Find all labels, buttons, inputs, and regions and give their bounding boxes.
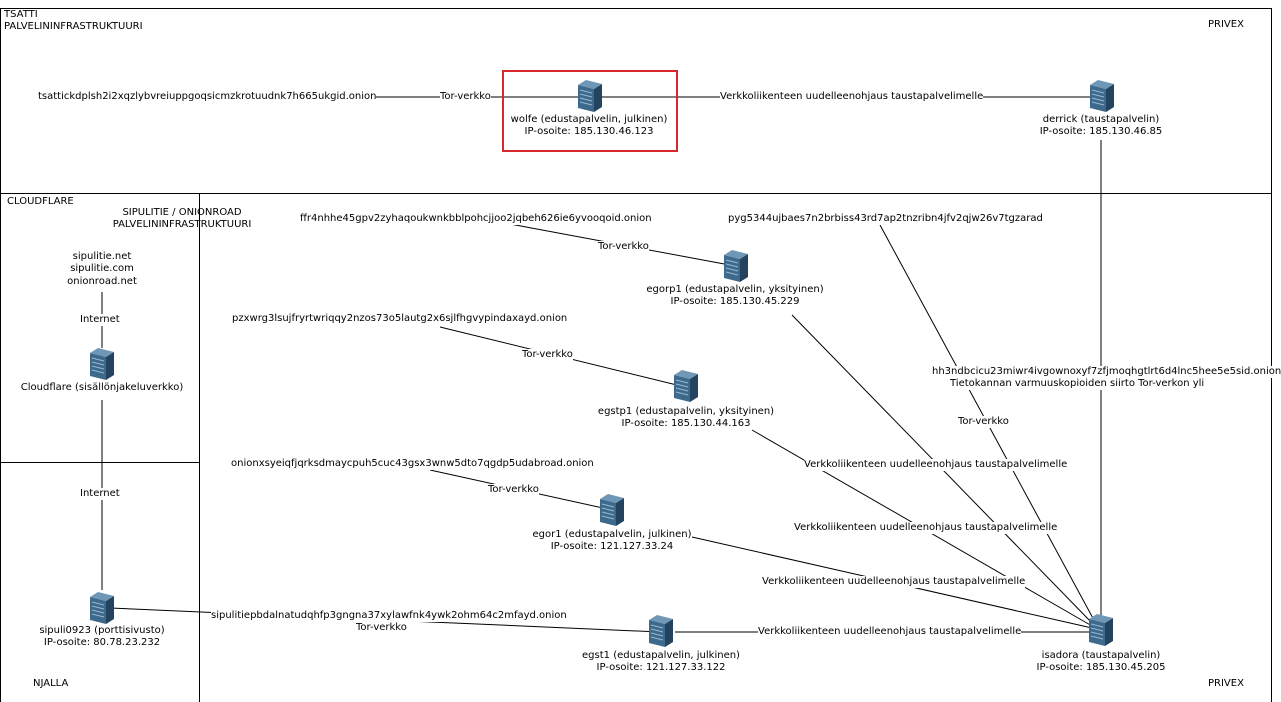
zone-label-cloudflare: CLOUDFLARE (7, 196, 74, 207)
onion-pyg: pyg5344ujbaes7n2brbiss43rd7ap2tnzribn4jf… (728, 213, 1043, 225)
zone-subtitle-tsatti: PALVELININFRASTRUKTUURI (4, 21, 143, 32)
server-ip: IP-osoite: 185.130.45.205 (1036, 662, 1166, 673)
onion-egst1: sipulitiepbdalnatudqhfp3gngna37xylawfnk4… (211, 610, 567, 622)
server-icon-egor1 (599, 493, 625, 527)
edge-label-tor-egor1: Tor-verkko (488, 484, 539, 496)
server-icon-egst1 (648, 614, 674, 648)
server-name: egor1 (edustapalvelin, julkinen) (532, 529, 692, 540)
server-isadora[interactable]: isadora (taustapalvelin) IP-osoite: 185.… (1037, 650, 1166, 674)
zone-label-njalla: NJALLA (33, 678, 69, 689)
server-name: Cloudflare (sisällönjakeluverkko) (20, 382, 184, 393)
zone-label-privex-bottom: PRIVEX (1208, 678, 1244, 689)
server-icon-sipuli (89, 591, 115, 625)
server-egst1[interactable]: egst1 (edustapalvelin, julkinen) IP-osoi… (582, 650, 740, 674)
zone-title-tsatti: TSÄTTI (4, 9, 38, 20)
server-icon-egstp1 (673, 369, 699, 403)
server-egstp1[interactable]: egstp1 (edustapalvelin, yksityinen) IP-o… (598, 406, 774, 430)
server-ip: IP-osoite: 185.130.46.123 (524, 126, 654, 137)
zone-borders (0, 8, 1272, 702)
server-name: wolfe (edustapalvelin, julkinen) (510, 114, 668, 125)
server-wolfe[interactable]: wolfe (edustapalvelin, julkinen) IP-osoi… (511, 114, 668, 138)
server-ip: IP-osoite: 121.127.33.122 (596, 662, 726, 673)
server-cloudflare[interactable]: Cloudflare (sisällönjakeluverkko) (21, 382, 184, 394)
onion-tsatti: tsattickdplsh2i2xqzlybvreiuppgoqsicmzkro… (38, 91, 377, 103)
edge-label-forward-wolfe: Verkkoliikenteen uudelleenohjaus taustap… (720, 91, 984, 103)
edge-label-tor-pyg: Tor-verkko (958, 416, 1009, 428)
edge-label-internet-sipuli: Internet (80, 488, 120, 500)
onion-egor1: onionxsyeiqfjqrksdmaycpuh5cuc43gsx3wnw5d… (231, 458, 594, 470)
server-icon-cloudflare (89, 347, 115, 381)
server-name: egorp1 (edustapalvelin, yksityinen) (646, 284, 824, 295)
server-ip: IP-osoite: 121.127.33.24 (550, 541, 674, 552)
server-ip: IP-osoite: 185.130.45.229 (670, 296, 800, 307)
server-ip: IP-osoite: 185.130.44.163 (621, 418, 751, 429)
server-sipuli[interactable]: sipuli0923 (porttisivusto) IP-osoite: 80… (39, 625, 164, 649)
onion-egorp1: ffr4nhhe45gpv2zyhaqoukwnkbblpohcjjoo2jqb… (300, 213, 652, 225)
server-icon-derrick (1089, 79, 1115, 113)
edge-label-forward-egst1: Verkkoliikenteen uudelleenohjaus taustap… (758, 626, 1022, 638)
edge-label-backup: Tietokannan varmuuskopioiden siirto Tor-… (950, 378, 1205, 390)
zone-label-privex-top: PRIVEX (1208, 19, 1244, 30)
onion-egstp1: pzxwrg3lsujfryrtwriqqy2nzos73o5lautg2x6s… (232, 313, 568, 325)
onion-hh3: hh3ndbcicu23miwr4ivgownoxyf7zfjmoqhgtlrt… (932, 366, 1281, 378)
zone-title-sipulitie: SIPULITIE / ONIONROAD (122, 207, 242, 218)
server-ip: IP-osoite: 185.130.46.85 (1039, 126, 1163, 137)
edge-label-internet-domains: Internet (80, 314, 120, 326)
server-icon-egorp1 (723, 249, 749, 283)
edge-label-tor-tsatti: Tor-verkko (440, 91, 491, 103)
server-name: isadora (taustapalvelin) (1041, 650, 1161, 661)
domain-onionroad-net: onionroad.net (67, 276, 137, 288)
server-name: sipuli0923 (porttisivusto) (39, 625, 165, 636)
edge-label-tor-egstp1: Tor-verkko (522, 349, 573, 361)
edge-label-tor-egorp1: Tor-verkko (598, 241, 649, 253)
server-egorp1[interactable]: egorp1 (edustapalvelin, yksityinen) IP-o… (646, 284, 823, 308)
edge-label-forward-egorp1: Verkkoliikenteen uudelleenohjaus taustap… (804, 459, 1068, 471)
server-egor1[interactable]: egor1 (edustapalvelin, julkinen) IP-osoi… (532, 529, 691, 553)
edge-label-forward-egstp1: Verkkoliikenteen uudelleenohjaus taustap… (794, 522, 1058, 534)
zone-subtitle-sipulitie: PALVELININFRASTRUKTUURI (112, 219, 252, 230)
server-icon-isadora (1088, 613, 1114, 647)
domain-sipulitie-com: sipulitie.com (70, 263, 134, 275)
server-ip: IP-osoite: 80.78.23.232 (43, 637, 161, 648)
highlight-box-wolfe (502, 70, 678, 152)
server-name: derrick (taustapalvelin) (1042, 114, 1160, 125)
server-name: egst1 (edustapalvelin, julkinen) (582, 650, 740, 661)
edge-label-tor-egst1: Tor-verkko (356, 622, 407, 634)
server-derrick[interactable]: derrick (taustapalvelin) IP-osoite: 185.… (1040, 114, 1163, 138)
edge-label-forward-egor1: Verkkoliikenteen uudelleenohjaus taustap… (762, 576, 1026, 588)
server-name: egstp1 (edustapalvelin, yksityinen) (597, 406, 775, 417)
domain-sipulitie-net: sipulitie.net (72, 251, 132, 263)
